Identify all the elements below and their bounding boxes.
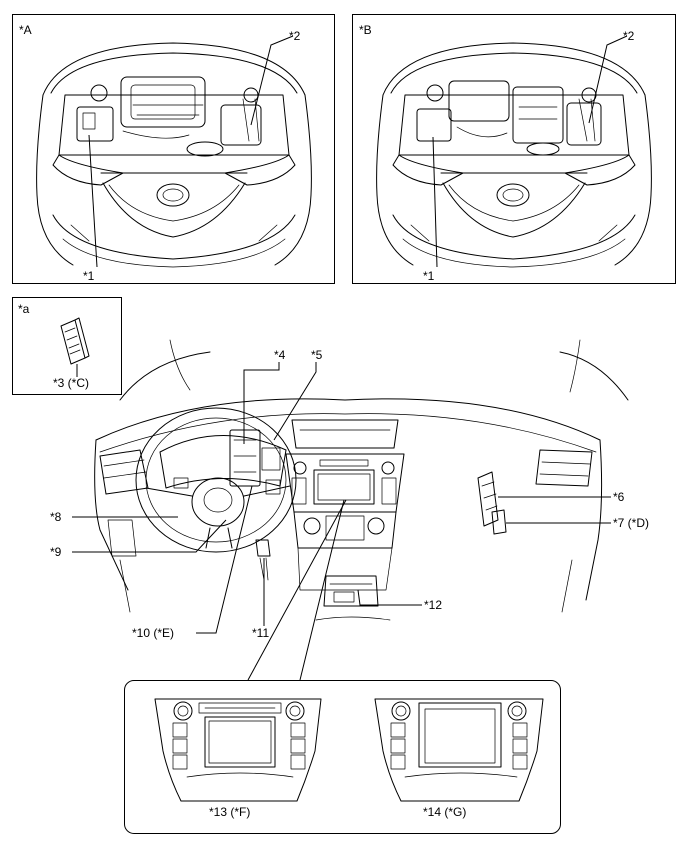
callout-12: *12: [424, 598, 443, 612]
callout-13: *13 (*F): [209, 805, 251, 819]
callout-14: *14 (*G): [423, 805, 467, 819]
panel-a-tag: *A: [19, 23, 32, 37]
engine-bay-panel-a: *A *2 *1: [12, 14, 335, 284]
callout-5: *5: [311, 348, 323, 362]
callout-4: *4: [274, 348, 286, 362]
engine-bay-drawing-a: [36, 35, 312, 268]
engine-bay-panel-b: *B *2 *1: [352, 14, 676, 284]
callout-8: *8: [50, 510, 62, 524]
panel-b-tag: *B: [359, 23, 372, 37]
engine-bay-drawing-b: [376, 35, 652, 268]
panel-a-callout-1: *1: [83, 269, 95, 283]
callout-6: *6: [613, 490, 625, 504]
callout-7: *7 (*D): [613, 516, 650, 530]
head-unit-variants-drawing: [154, 698, 544, 802]
module-inset-panel: *a *3 (*C): [12, 297, 122, 395]
callout-9: *9: [50, 545, 62, 559]
callout-11: *11: [252, 626, 270, 640]
callout-10: *10 (*E): [132, 626, 175, 640]
module-drawing: [60, 317, 90, 377]
panel-a-callout-2: *2: [289, 29, 301, 43]
panel-b-callout-1: *1: [423, 269, 435, 283]
inset-tag: *a: [18, 302, 30, 316]
head-unit-detail-panel: *13 (*F) *14 (*G): [124, 680, 561, 834]
panel-b-callout-2: *2: [623, 29, 635, 43]
inset-callout-3: *3 (*C): [53, 376, 90, 390]
